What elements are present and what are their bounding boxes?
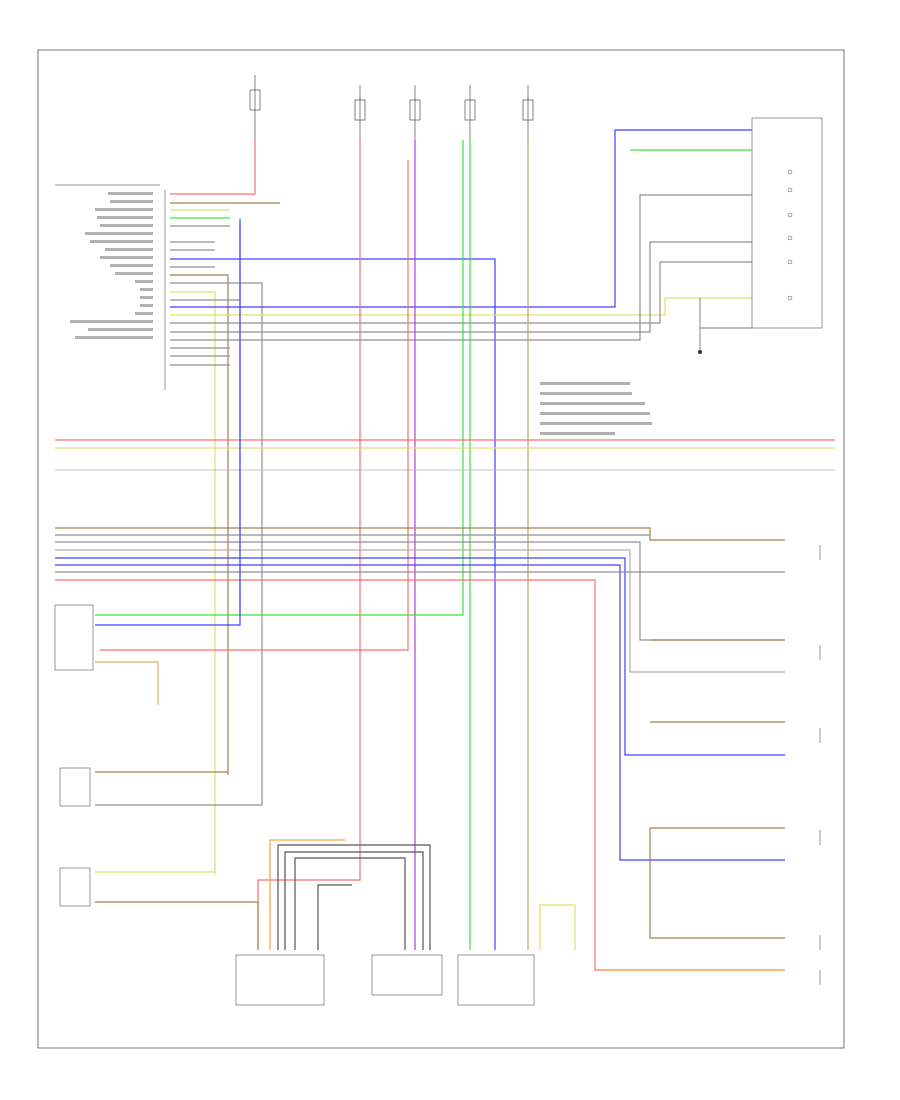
wire-blue-2: [170, 129, 752, 308]
wire-blue-1: [170, 258, 496, 950]
feed-red: [257, 140, 361, 950]
right-sensor-wires: [649, 639, 785, 939]
fuse-block-top: [249, 75, 534, 140]
wire-gray-5: [170, 282, 263, 805]
wire-yellow-3: [170, 297, 752, 316]
wire-red-1: [170, 140, 256, 195]
pin-label-marks: [70, 192, 153, 339]
wire-gray-9: [170, 194, 752, 341]
bottom-harness: [269, 839, 785, 971]
wire-brown-2: [170, 274, 229, 775]
bus-group-2: [55, 527, 785, 971]
bus-lines: [55, 439, 835, 471]
bottom-modules: [235, 954, 535, 1006]
diagram-border: [37, 49, 845, 1049]
feed-red-2: [100, 160, 409, 651]
connector-pin-rows: [170, 129, 752, 950]
rear-compartment-switch-module: [630, 117, 823, 354]
left-component-group: [54, 604, 94, 907]
feed-green-a: [239, 140, 464, 616]
wire-gray-8: [170, 241, 752, 333]
legend: [540, 382, 652, 435]
rear-compartment-connector-left: [55, 184, 166, 390]
left-component-wires: [95, 220, 262, 950]
vertical-feeds: [100, 140, 529, 950]
wire-yellow-2: [170, 291, 216, 875]
